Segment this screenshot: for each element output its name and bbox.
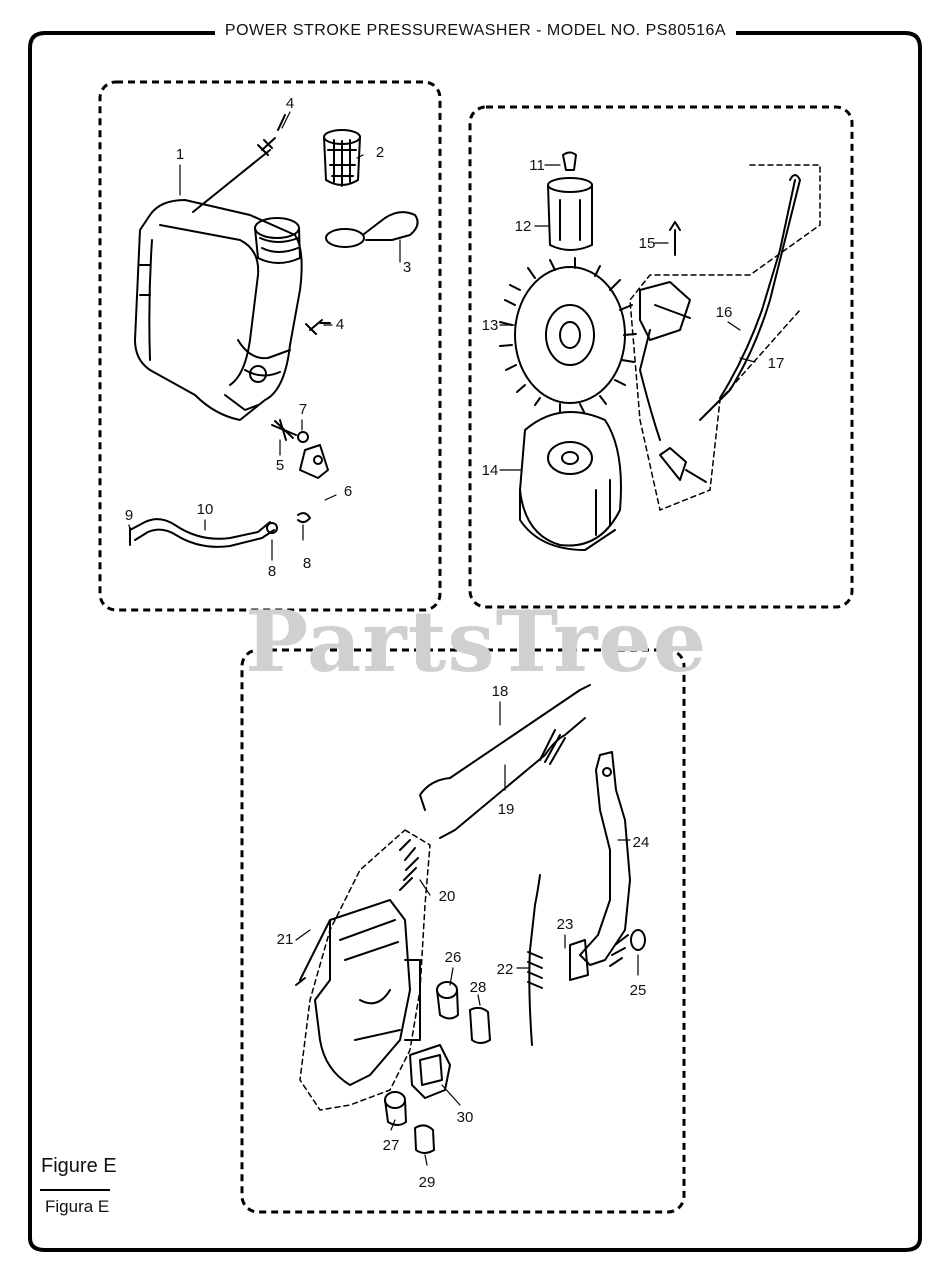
group-box-governor — [240, 648, 686, 1214]
governor-rods-drawing — [419, 684, 591, 839]
callout-9: 9 — [124, 507, 134, 524]
callout-20: 20 — [438, 888, 456, 905]
outer-frame — [28, 31, 922, 1252]
callout-8-left: 8 — [267, 563, 277, 580]
screw-drawings — [192, 114, 331, 441]
callout-3: 3 — [402, 259, 412, 276]
callout-5: 5 — [275, 457, 285, 474]
fuel-tank-drawing — [134, 199, 303, 421]
callout-17: 17 — [767, 355, 785, 372]
page-title: POWER STROKE PRESSUREWASHER - MODEL NO. … — [0, 20, 951, 42]
fuel-valve-drawing — [297, 431, 329, 524]
callout-11: 11 — [529, 157, 545, 174]
fuel-line-drawing — [129, 518, 278, 548]
callout-28: 28 — [469, 979, 487, 996]
callout-23: 23 — [556, 916, 574, 933]
governor-bushings-drawing — [384, 981, 491, 1154]
page-title-text: POWER STROKE PRESSUREWASHER - MODEL NO. … — [214, 22, 737, 39]
callout-4-lower: 4 — [335, 316, 345, 333]
callout-10: 10 — [196, 501, 214, 518]
callout-15: 15 — [638, 235, 656, 252]
callout-24: 24 — [632, 834, 650, 851]
governor-arm-drawing — [569, 751, 646, 981]
callout-7: 7 — [298, 401, 308, 418]
ignition-coil-dashed-outline — [629, 164, 821, 511]
group-box-ignition — [468, 105, 854, 609]
figure-label: Figure E — [41, 1155, 117, 1177]
callout-14: 14 — [481, 462, 499, 479]
callout-8-right: 8 — [302, 555, 312, 572]
callout-25: 25 — [629, 982, 647, 999]
callout-16: 16 — [715, 304, 733, 321]
callout-2: 2 — [375, 144, 385, 161]
callout-4-upper: 4 — [285, 95, 295, 112]
fuel-cap-gasket-drawing — [325, 211, 419, 248]
callout-22: 22 — [496, 961, 514, 978]
callout-18: 18 — [491, 683, 509, 700]
governor-bracket-drawing — [295, 899, 421, 1086]
callout-1: 1 — [175, 146, 185, 163]
callout-12: 12 — [514, 218, 532, 235]
callout-21: 21 — [276, 931, 294, 948]
figure-label-spanish: Figura E — [45, 1197, 110, 1216]
group-box-fuel-tank — [98, 80, 442, 612]
ignition-drawing — [499, 151, 801, 551]
callout-6: 6 — [343, 483, 353, 500]
fuel-cap-drawing — [323, 129, 361, 187]
watermark: PartsTree — [245, 592, 708, 691]
callout-27: 27 — [382, 1137, 400, 1154]
callout-29: 29 — [418, 1174, 436, 1191]
callout-leader-lines — [128, 111, 756, 1166]
callout-19: 19 — [497, 801, 515, 818]
callout-30: 30 — [456, 1109, 474, 1126]
callout-13: 13 — [481, 317, 499, 334]
governor-bracket-dashed-outline — [299, 829, 431, 1111]
callout-26: 26 — [444, 949, 462, 966]
governor-spring-drawing — [399, 839, 543, 1046]
